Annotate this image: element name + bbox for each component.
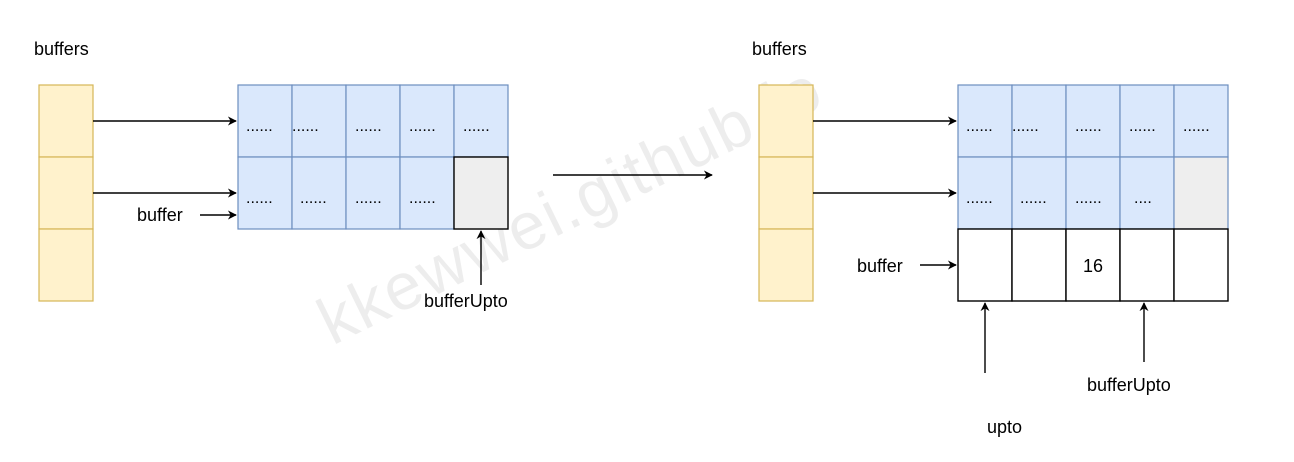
right-r3-value: 16 — [1083, 256, 1103, 276]
right-r3-cell-5 — [1173, 228, 1229, 302]
left-r1-text-5: ...... — [463, 118, 490, 135]
right-pool-row-1: ...... ...... ...... ...... ...... — [957, 84, 1229, 158]
left-r2-cell-5-empty — [453, 156, 509, 230]
left-buffers-label: buffers — [34, 39, 89, 59]
right-r2-text-4: .... — [1134, 190, 1152, 207]
left-r2-text-1: ...... — [246, 190, 273, 207]
left-r2-cell-2 — [291, 156, 347, 230]
right-r3-cell-4 — [1119, 228, 1175, 302]
right-r1-text-5: ...... — [1183, 118, 1210, 135]
right-buffers-label: buffers — [752, 39, 807, 59]
right-pool-row-2: ...... ...... ...... .... — [957, 156, 1229, 230]
left-pool-row-2: ...... ...... ...... ...... — [237, 156, 509, 230]
right-buffer-label: buffer — [857, 256, 903, 276]
left-r1-text-2: ...... — [292, 118, 319, 135]
right-r1-cell-4 — [1119, 84, 1175, 158]
left-r2-cell-3 — [345, 156, 401, 230]
right-r3-cell-1 — [957, 228, 1013, 302]
left-r2-cell-1 — [237, 156, 293, 230]
right-r1-cell-5 — [1173, 84, 1229, 158]
left-r1-text-4: ...... — [409, 118, 436, 135]
left-r1-text-3: ...... — [355, 118, 382, 135]
left-r2-text-4: ...... — [409, 190, 436, 207]
right-r1-cell-2 — [1011, 84, 1067, 158]
right-r2-cell-5-empty — [1173, 156, 1229, 230]
right-buffers-slot-3 — [758, 228, 814, 302]
right-r3-cell-3 — [1065, 228, 1121, 302]
right-buffer-upto-label: bufferUpto — [1087, 375, 1171, 395]
right-buffers-array — [758, 84, 814, 302]
right-r1-text-2: ...... — [1012, 118, 1039, 135]
right-r2-text-1: ...... — [966, 190, 993, 207]
left-buffers-slot-3 — [38, 228, 94, 302]
right-new-buffer-row: 16 — [957, 228, 1229, 302]
left-r1-cell-4 — [399, 84, 455, 158]
right-upto-label: upto — [987, 417, 1022, 437]
right-r2-text-2: ...... — [1020, 190, 1047, 207]
left-buffer-label: buffer — [137, 205, 183, 225]
left-r1-cell-5 — [453, 84, 509, 158]
left-buffers-slot-1 — [38, 84, 94, 158]
right-buffers-slot-1 — [758, 84, 814, 158]
left-buffers-slot-2 — [38, 156, 94, 230]
right-r1-text-3: ...... — [1075, 118, 1102, 135]
right-r3-cell-2 — [1011, 228, 1067, 302]
left-pool-row-1: ...... ...... ...... ...... ...... — [237, 84, 509, 158]
left-diagram: buffers ...... ...... ...... ...... ....… — [34, 39, 509, 311]
left-buffer-upto-label: bufferUpto — [424, 291, 508, 311]
right-r1-text-1: ...... — [966, 118, 993, 135]
right-buffers-slot-2 — [758, 156, 814, 230]
left-r2-text-3: ...... — [355, 190, 382, 207]
left-r1-text-1: ...... — [246, 118, 273, 135]
right-r1-text-4: ...... — [1129, 118, 1156, 135]
left-buffers-array — [38, 84, 94, 302]
right-r2-text-3: ...... — [1075, 190, 1102, 207]
right-diagram: buffers ...... ...... ...... ...... ....… — [752, 39, 1229, 437]
left-r2-text-2: ...... — [300, 190, 327, 207]
